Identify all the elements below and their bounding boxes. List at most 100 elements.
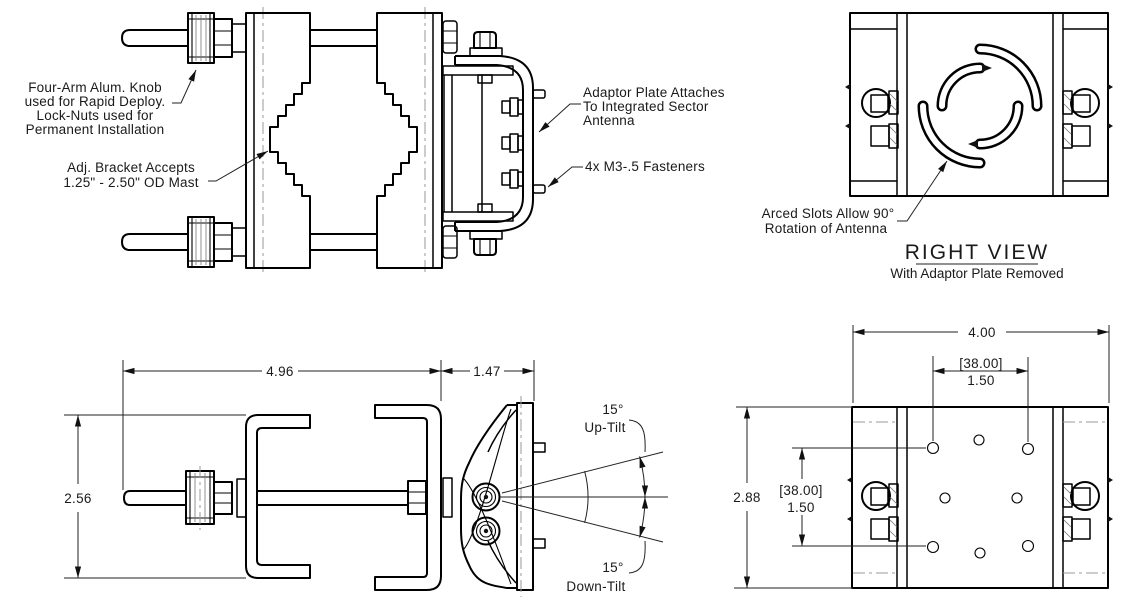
knob-detail: [188, 13, 214, 63]
lock-nut: [213, 481, 233, 515]
callout-knob: Four-Arm Alum. Knob used for Rapid Deplo…: [25, 69, 197, 137]
washer: [231, 227, 247, 257]
bracket-shading-curve: [487, 409, 517, 584]
centerline: [262, 7, 426, 274]
mast-jaw-right: [376, 12, 443, 269]
adaptor-plate: [522, 88, 534, 199]
hole: [973, 434, 985, 446]
dimension-height: 2.88: [733, 407, 760, 588]
mast-bracket-left: [245, 414, 311, 579]
callout-text: 1.25" - 2.50" OD Mast: [63, 175, 198, 190]
arced-slots: [917, 43, 1043, 169]
dim-label: 4.00: [968, 325, 995, 340]
screw-tip: [1108, 84, 1113, 129]
flange-top-plate: [442, 65, 514, 76]
m3-stud: [532, 184, 546, 194]
nut-facets: [214, 234, 232, 250]
leader-line: [538, 103, 581, 133]
bolt-head-facets: [479, 32, 491, 48]
hole: [974, 547, 986, 559]
clamp-bolt-top: [121, 12, 458, 64]
tilt-bolt-washer: [469, 47, 503, 57]
right-view: Arced Slots Allow 90° Rotation of Antenn…: [762, 12, 1113, 281]
bracket-cross-curve: [462, 408, 512, 585]
callout-text: Four-Arm Alum. Knob: [28, 80, 162, 95]
bracket-back-plate: [443, 75, 483, 212]
bracket-edge: [507, 404, 517, 589]
plate-fold-lines: [896, 407, 1064, 588]
bolt-rod: [310, 233, 377, 251]
leader-line: [897, 160, 948, 222]
screw-tip: [845, 84, 850, 129]
bolt-rod: [121, 29, 188, 47]
hole: [926, 441, 940, 455]
dimension-width: 4.96: [123, 364, 441, 379]
nut-facets: [408, 491, 426, 504]
tilt-angle-indicator: 15° Up-Tilt 15° Down-Tilt: [500, 402, 668, 594]
hole: [926, 540, 940, 554]
dimension-height: 2.56: [64, 415, 91, 578]
right-view-title: RIGHT VIEW: [905, 241, 1049, 264]
slot-arrow-notch: [968, 64, 992, 148]
clamp-bolt-bottom: [121, 216, 458, 268]
hole: [1021, 539, 1035, 553]
clamp-bolt-side: [123, 466, 453, 530]
up-tilt-angle: 15°: [602, 402, 623, 417]
right-view-subtitle: With Adaptor Plate Removed: [890, 266, 1063, 281]
callout-text: Arced Slots Allow 90°: [762, 206, 895, 221]
washer: [442, 477, 453, 518]
dim-label: 4.96: [266, 364, 293, 379]
leader-line: [208, 150, 269, 182]
dim-label-mm: [38.00]: [779, 483, 822, 498]
fastener: [501, 169, 524, 189]
plate-tab: [532, 538, 546, 549]
bolt-rod: [121, 233, 188, 251]
callout-text: Rotation of Antenna: [765, 221, 888, 236]
plate-body: [851, 406, 1109, 589]
screw-tip: [1108, 477, 1113, 522]
adaptor-bracket: [442, 31, 546, 256]
nut-facets: [214, 30, 232, 46]
mounting-holes: [926, 434, 1035, 559]
bolt-head: [442, 225, 458, 259]
callout-arced-slots: Arced Slots Allow 90° Rotation of Antenn…: [762, 160, 948, 236]
bolt-head-facets: [443, 235, 457, 249]
flange-bottom: [454, 196, 534, 232]
side-view: 4.96 1.47 2.56: [64, 360, 668, 597]
dimension-width: 4.00: [853, 325, 1109, 340]
lock-nut: [213, 18, 233, 58]
down-tilt-label: Down-Tilt: [566, 579, 625, 594]
plate-fold-lines: [896, 13, 1064, 196]
fastener: [501, 133, 524, 153]
dim-label: 2.88: [733, 490, 760, 505]
extension-lines: [734, 325, 1110, 589]
m3-stud: [532, 89, 546, 99]
side-flange-lines: [850, 28, 1108, 182]
hole: [939, 492, 951, 504]
dim-label-inch: 1.50: [787, 500, 814, 515]
callout-text: Permanent Installation: [26, 122, 165, 137]
dim-label: 1.47: [473, 364, 500, 379]
front-view: Four-Arm Alum. Knob used for Rapid Deplo…: [25, 7, 725, 274]
clamp-hardware-right: [1062, 84, 1113, 149]
leader-line: [547, 166, 583, 188]
flange-bottom-plate: [442, 211, 514, 222]
bolt-head-facets: [443, 30, 457, 44]
tilt-dim-arc-down: [639, 496, 649, 538]
leader-hook: [628, 419, 646, 574]
flange-top: [454, 55, 534, 91]
callout-adj-bracket: Adj. Bracket Accepts 1.25" - 2.50" OD Ma…: [63, 150, 269, 190]
dim-label-mm: [38.00]: [959, 356, 1002, 371]
dimension-offset: 1.47: [441, 364, 534, 379]
mast-jaw-left: [245, 12, 311, 269]
back-view: 4.00 [38.00] 1.50 2.88 [38.00] 1.50: [733, 325, 1113, 589]
washer: [231, 23, 247, 53]
bolt-head: [442, 20, 458, 54]
knob-hatch: [195, 15, 207, 61]
callout-text: used for Rapid Deploy.: [25, 94, 166, 109]
knob-detail: [188, 217, 214, 267]
callout-text: Lock-Nuts used for: [37, 108, 154, 123]
flange-nut: [477, 74, 493, 84]
